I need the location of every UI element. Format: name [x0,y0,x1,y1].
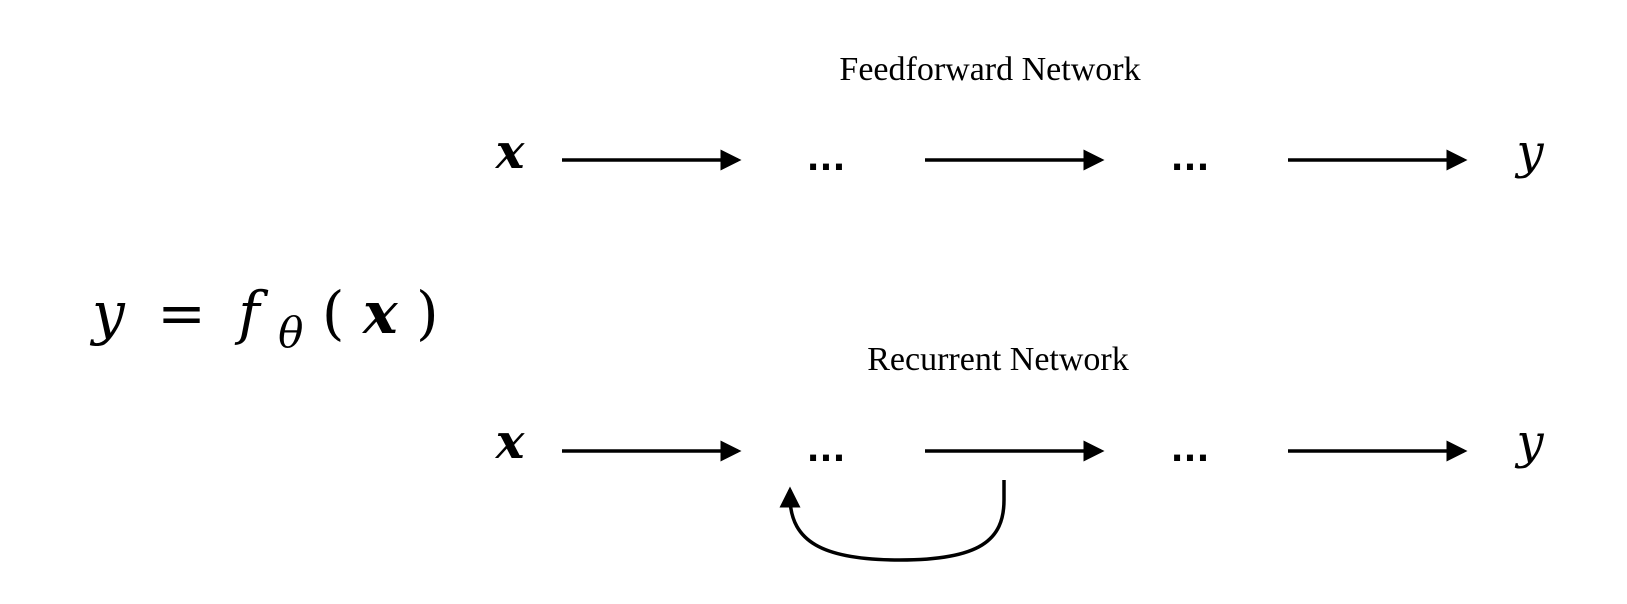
recurrent-ellipsis-1: ... [807,430,846,470]
recurrent-input-x: x [495,414,526,470]
feedforward-input-x: x [495,124,526,180]
recurrent-feedback-loop-arrow [779,480,1006,562]
recurrent-output-y: y [1514,414,1544,470]
equation: y = f θ ( x ) [89,279,439,361]
recurrent-ellipsis-2: ... [1171,430,1210,470]
feedforward-title: Feedforward Network [839,51,1140,88]
equation-arg-x: x [361,279,399,347]
recurrent-network: Recurrent Network x ... ... y [495,341,1544,562]
recurrent-title: Recurrent Network [867,341,1129,378]
equation-subscript-theta: θ [278,308,303,357]
feedforward-ellipsis-2: ... [1171,139,1210,179]
feedforward-ellipsis-1: ... [807,139,846,179]
svg-text:y = f θ: y = f θ ( x ) [89,279,439,361]
equation-open-paren: ( [322,279,345,347]
equation-close-paren: ) [416,279,439,347]
equation-lhs-y: y [89,279,126,347]
feedforward-output-y: y [1514,124,1544,180]
equation-func-f: f [234,279,269,347]
equation-equals: = [157,279,206,347]
feedforward-network: Feedforward Network x ... ... y [495,51,1545,180]
